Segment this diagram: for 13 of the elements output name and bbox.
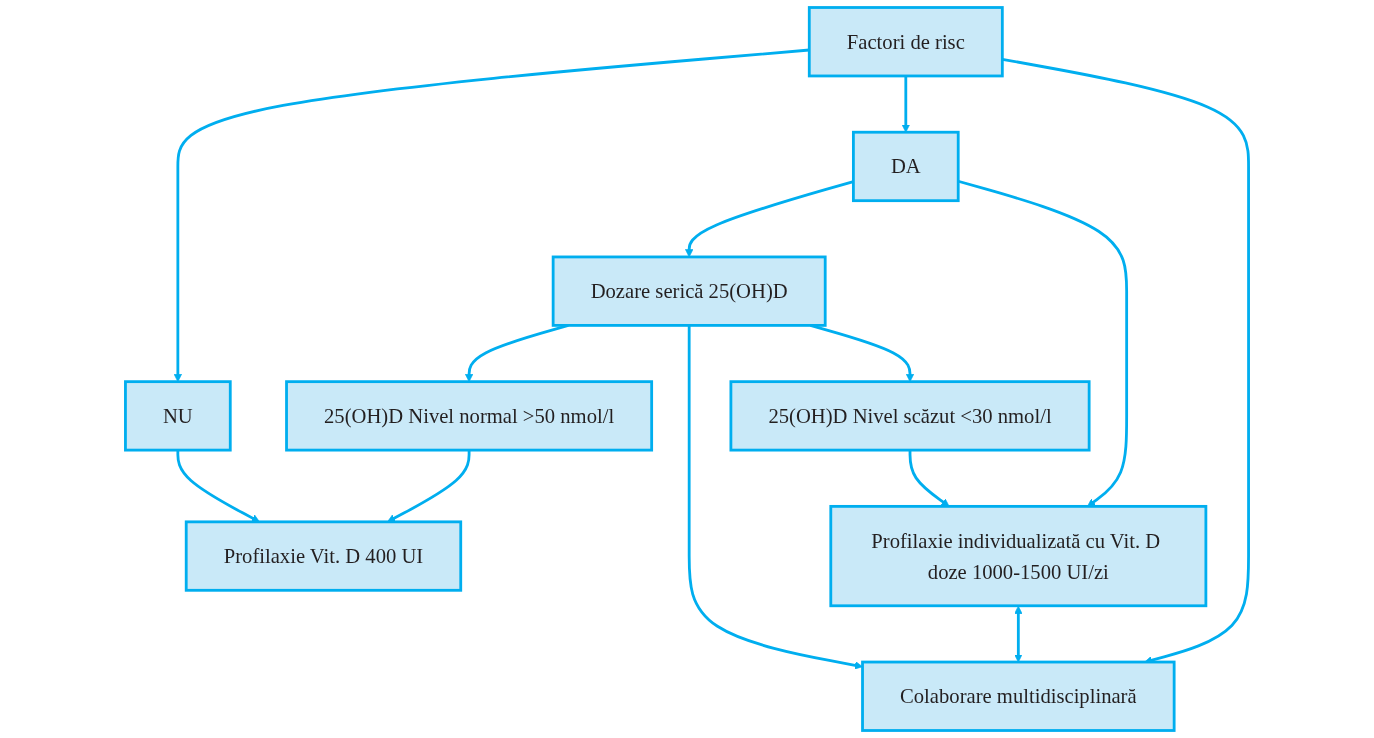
node-box: Dozare serică 25(OH)D [551, 255, 827, 327]
arrow [908, 450, 950, 507]
arrow [687, 325, 863, 670]
node-box: Profilaxie Vit. D 400 UI [184, 520, 463, 592]
node-box: DA [852, 130, 960, 203]
node-box: 25(OH)D Nivel normal >50 nmol/l [285, 380, 654, 452]
node-box: NU [124, 380, 232, 452]
node-box: Profilaxie individualizată cu Vit. D doze 1000-1500 UI/zi [829, 504, 1208, 608]
node-box: 25(OH)D Nivel scăzut <30 nmol/l [729, 380, 1091, 452]
node-box: Colaborare multidisciplinară [861, 660, 1176, 732]
arrow [901, 75, 910, 133]
node-box: Factori de risc [807, 6, 1004, 78]
arrow [1014, 605, 1023, 663]
